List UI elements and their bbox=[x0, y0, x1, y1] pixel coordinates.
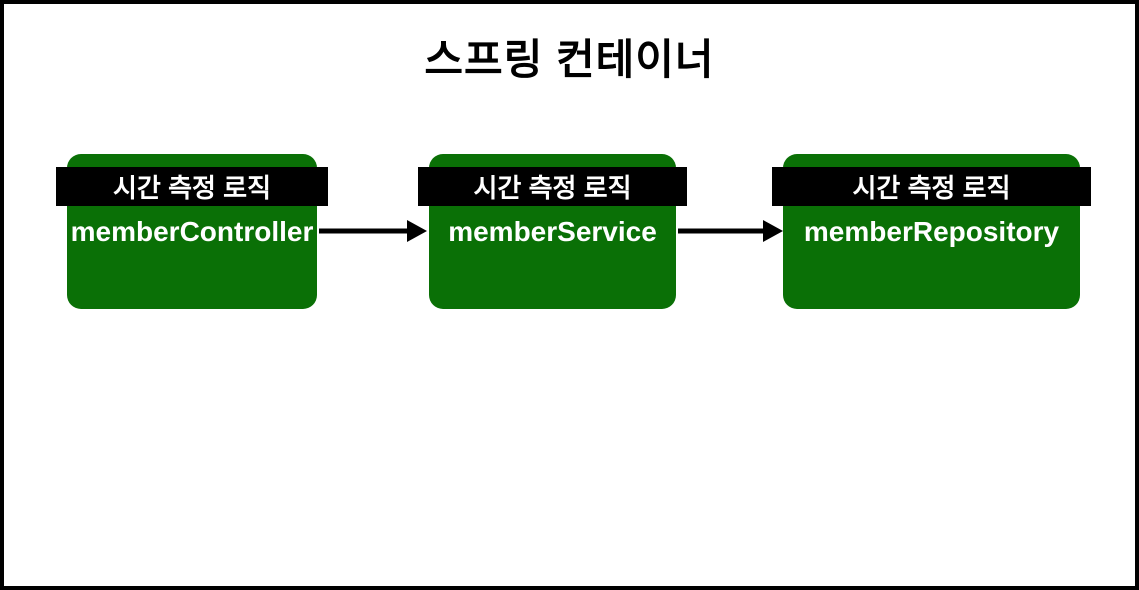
node-label: memberController bbox=[70, 216, 314, 247]
page-title: 스프링 컨테이너 bbox=[424, 36, 715, 83]
node-member-controller: 시간 측정 로직 memberController bbox=[56, 154, 328, 309]
node-label: memberRepository bbox=[803, 216, 1060, 247]
arrow-service-to-repository-icon bbox=[678, 220, 783, 242]
node-member-repository: 시간 측정 로직 memberRepository bbox=[772, 154, 1091, 309]
arrow-controller-to-service-icon bbox=[319, 220, 427, 242]
node-member-service: 시간 측정 로직 memberService bbox=[418, 154, 687, 309]
node-label: memberService bbox=[448, 216, 657, 247]
time-measure-banner: 시간 측정 로직 bbox=[418, 167, 687, 206]
time-measure-banner: 시간 측정 로직 bbox=[56, 167, 328, 206]
time-measure-banner: 시간 측정 로직 bbox=[772, 167, 1091, 206]
